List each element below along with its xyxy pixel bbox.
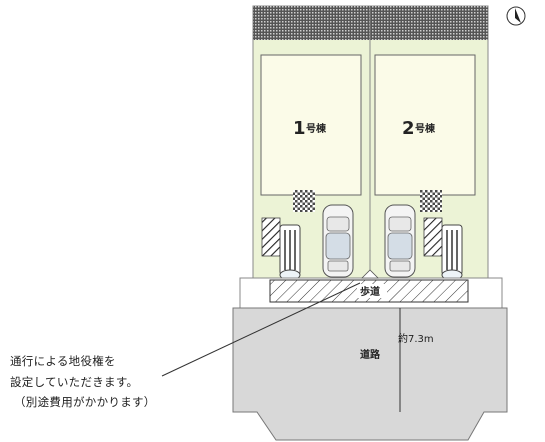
easement-note-line-3: （別途費用がかかります） <box>14 395 156 409</box>
grid-patch-2 <box>420 190 442 212</box>
north-arrow-icon <box>506 6 526 26</box>
note-leader-line <box>161 282 361 377</box>
building-1 <box>260 54 362 196</box>
building-2 <box>374 54 476 196</box>
private-road-label-bg <box>357 284 387 298</box>
lot-2-suffix: 号棟 <box>415 122 436 135</box>
road-area <box>232 307 508 441</box>
boundary-marker <box>361 269 379 279</box>
car-icon <box>384 204 416 278</box>
lot-1-number: 1 <box>293 118 306 139</box>
road-width-label: 約7.3m <box>398 332 434 345</box>
easement-note-line-1: 通行による地役権を <box>10 354 116 368</box>
private-road-label: 歩道 <box>360 285 380 298</box>
bicycle-parking-icon <box>441 224 463 281</box>
road-label: 道路 <box>360 348 381 361</box>
lot-1-suffix: 号棟 <box>306 122 327 135</box>
hatched-strip-1 <box>261 217 281 257</box>
easement-note-line-2: 設定していただきます。 <box>10 375 139 389</box>
grid-patch-1 <box>293 190 315 212</box>
lot-2-number: 2 <box>402 118 415 139</box>
car-icon <box>322 204 354 278</box>
hatched-strip-2 <box>423 217 443 257</box>
bicycle-parking-icon <box>279 224 301 281</box>
